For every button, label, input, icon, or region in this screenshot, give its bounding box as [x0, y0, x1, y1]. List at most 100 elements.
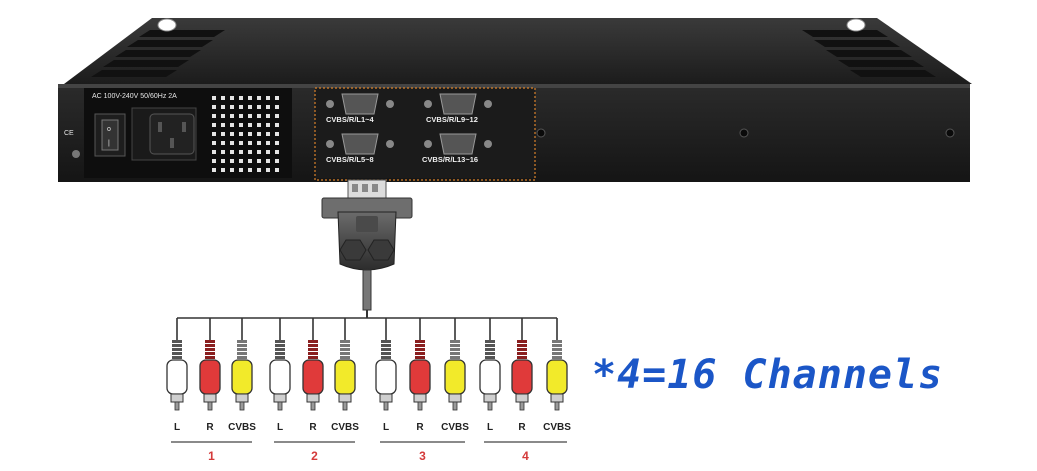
vent-hole	[248, 96, 252, 100]
channels-caption: *4=16 Channels	[592, 352, 944, 398]
group-number: 3	[419, 449, 426, 463]
vent-hole	[275, 114, 279, 118]
channel-groups: 1 2 3 4	[171, 441, 567, 463]
vent-hole	[230, 123, 234, 127]
rca-plug-label: CVBS	[331, 422, 359, 433]
vent-hole	[212, 123, 216, 127]
vent-hole	[275, 132, 279, 136]
rca-plug	[546, 340, 568, 411]
vent-hole	[275, 105, 279, 109]
rca-plugs	[166, 340, 568, 411]
svg-text:o: o	[107, 126, 111, 133]
vent-hole	[266, 168, 270, 172]
vent-hole	[212, 168, 216, 172]
vent-hole	[239, 159, 243, 163]
vent-hole	[212, 159, 216, 163]
vent-hole	[212, 141, 216, 145]
vent-hole	[221, 123, 225, 127]
vent-hole	[257, 168, 261, 172]
rca-plug	[444, 340, 466, 411]
vent-hole	[230, 168, 234, 172]
power-switch[interactable]: o |	[94, 113, 126, 157]
port-db15-2[interactable]: CVBS/R/L9~12	[424, 93, 492, 124]
group-number: 4	[522, 449, 529, 463]
rca-plug	[479, 340, 501, 411]
vent-hole	[257, 159, 261, 163]
vent-hole	[257, 132, 261, 136]
port-db15-4[interactable]: CVBS/R/L13~16	[422, 133, 492, 164]
vent-hole	[248, 105, 252, 109]
vent-hole	[221, 159, 225, 163]
ce-mark: CE	[64, 130, 74, 137]
port-highlight	[314, 87, 536, 181]
port-label: CVBS/R/L13~16	[422, 155, 478, 164]
rca-plug-label: R	[416, 422, 424, 433]
vent-hole	[266, 105, 270, 109]
vent-hole	[257, 96, 261, 100]
chassis-panel: AC 100V-240V 50/60Hz 2A CE o |	[58, 84, 970, 182]
vent-hole	[275, 141, 279, 145]
rca-plug	[199, 340, 221, 411]
group-number: 1	[208, 449, 215, 463]
vent-hole	[266, 96, 270, 100]
vent-hole	[275, 123, 279, 127]
port-db15-1[interactable]: CVBS/R/L1~4	[326, 93, 394, 124]
vent-hole	[266, 159, 270, 163]
vent-hole	[275, 150, 279, 154]
vent-hole	[257, 123, 261, 127]
rca-plug-label: L	[277, 422, 283, 433]
vent-hole	[230, 105, 234, 109]
vent-hole	[248, 123, 252, 127]
rca-plug-label: R	[309, 422, 317, 433]
vent-hole	[275, 159, 279, 163]
vent-hole	[239, 123, 243, 127]
vent-hole	[212, 132, 216, 136]
rca-plug	[511, 340, 533, 411]
vent-hole	[239, 114, 243, 118]
vent-hole	[239, 96, 243, 100]
vent-hole	[239, 168, 243, 172]
vent-hole	[266, 123, 270, 127]
rca-plug-label: L	[487, 422, 493, 433]
vent-hole	[248, 150, 252, 154]
port-label: CVBS/R/L9~12	[426, 115, 478, 124]
vent-hole	[212, 114, 216, 118]
vent-hole	[248, 168, 252, 172]
vent-hole	[221, 141, 225, 145]
rca-plug-label: CVBS	[228, 422, 256, 433]
vent-hole	[239, 132, 243, 136]
vent-hole	[230, 132, 234, 136]
rca-plug	[334, 340, 356, 411]
group-number: 2	[311, 449, 318, 463]
breakout-wires	[176, 310, 558, 340]
vent-hole	[230, 159, 234, 163]
rca-plug	[269, 340, 291, 411]
rca-plug-label: L	[174, 422, 180, 433]
svg-text:|: |	[108, 140, 110, 147]
vent-grid	[212, 96, 279, 172]
vent-hole	[257, 105, 261, 109]
dsub-cable-plug	[321, 179, 413, 311]
rca-plug	[166, 340, 188, 411]
vent-hole	[212, 96, 216, 100]
rca-plug-label: CVBS	[441, 422, 469, 433]
port-db15-3[interactable]: CVBS/R/L5~8	[326, 133, 394, 164]
vent-hole	[221, 96, 225, 100]
vent-hole	[230, 96, 234, 100]
vent-hole	[239, 105, 243, 109]
vent-hole	[248, 114, 252, 118]
vent-hole	[230, 114, 234, 118]
vent-hole	[239, 141, 243, 145]
vent-hole	[239, 150, 243, 154]
power-rating-label: AC 100V-240V 50/60Hz 2A	[92, 93, 177, 100]
vent-hole	[212, 105, 216, 109]
chassis-top	[64, 18, 972, 84]
vent-hole	[230, 150, 234, 154]
rca-plug	[302, 340, 324, 411]
vent-hole	[257, 141, 261, 145]
port-label: CVBS/R/L5~8	[326, 155, 374, 164]
vent-hole	[212, 150, 216, 154]
vent-hole	[257, 150, 261, 154]
